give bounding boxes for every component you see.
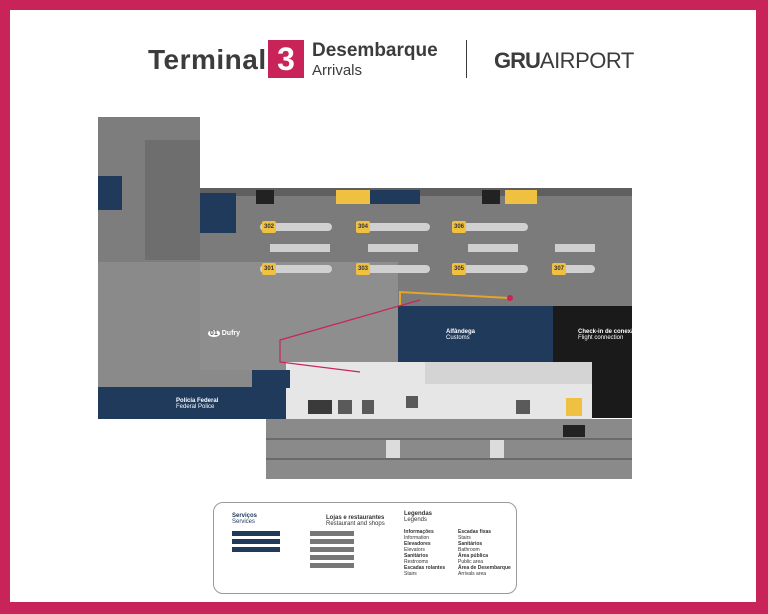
map-legend: Serviços Services Lojas e restaurantes R… [213, 502, 517, 594]
arrivals-title-pt: Desembarque [312, 40, 438, 61]
info-block-north [336, 190, 370, 204]
restroom-block-pier [98, 176, 122, 210]
shops-title: Lojas e restaurantes [326, 515, 385, 521]
info-block-northeast [505, 190, 537, 204]
gate-301-badge: 301 [262, 263, 276, 275]
duty-free-zone [200, 262, 398, 385]
gate-304-badge: 304 [356, 221, 370, 233]
terminal-title: Terminal [148, 44, 267, 75]
customs-area [398, 306, 553, 362]
route-line [399, 290, 511, 306]
police-label: Polícia Federal Federal Police [176, 398, 219, 410]
arrivals-title-en: Arrivals [312, 62, 363, 79]
connection-label: Check-in de conexão Flight connection [578, 329, 639, 341]
gate-303-badge: 303 [356, 263, 370, 275]
header-divider [466, 40, 467, 78]
legend-title: Legendas [404, 511, 433, 517]
gate-306-badge: 306 [452, 221, 466, 233]
elevator-arrivals [566, 398, 582, 416]
restroom-block-west [200, 193, 236, 233]
federal-police-area [98, 387, 286, 419]
elevator-block-west [256, 190, 274, 204]
exit-route-line [279, 299, 421, 373]
terminal-number-badge: 3 [268, 40, 304, 78]
services-title: Serviços [232, 513, 258, 519]
left-pier-inner [145, 140, 200, 260]
dufry-label: 01 Dufry [208, 330, 241, 337]
customs-label: Alfândega Customs [446, 329, 476, 341]
gate-305-badge: 305 [452, 263, 466, 275]
restroom-block-arrivals [252, 370, 290, 388]
route-point [507, 295, 513, 301]
crosswalk-1 [386, 440, 400, 458]
gru-airport-logo: GRUAIRPORT [494, 48, 634, 73]
gate-302-badge: 302 [262, 221, 276, 233]
elevator-block-north [482, 190, 500, 204]
restroom-block-north [370, 190, 420, 204]
connection-sign [563, 425, 585, 437]
gate-307-badge: 307 [552, 263, 566, 275]
arrivals-mezzanine [425, 362, 592, 384]
crosswalk-2 [490, 440, 504, 458]
